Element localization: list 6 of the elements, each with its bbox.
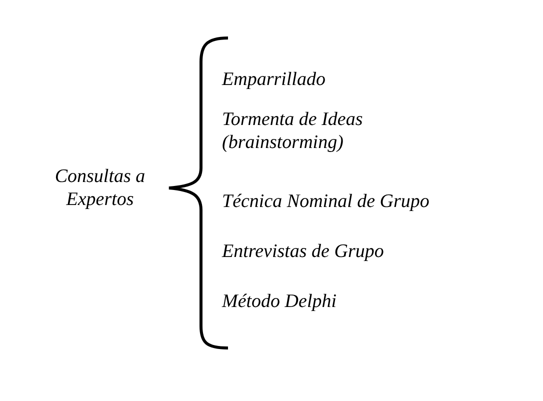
method-label: Tormenta de Ideas (brainstorming) <box>222 108 364 154</box>
method-label: Método Delphi <box>222 290 338 313</box>
method-label: Entrevistas de Grupo <box>222 240 385 263</box>
method-label: Emparrillado <box>222 68 326 91</box>
topic-label: Consultas a Expertos <box>54 165 146 211</box>
method-label: Técnica Nominal de Grupo <box>222 190 430 213</box>
